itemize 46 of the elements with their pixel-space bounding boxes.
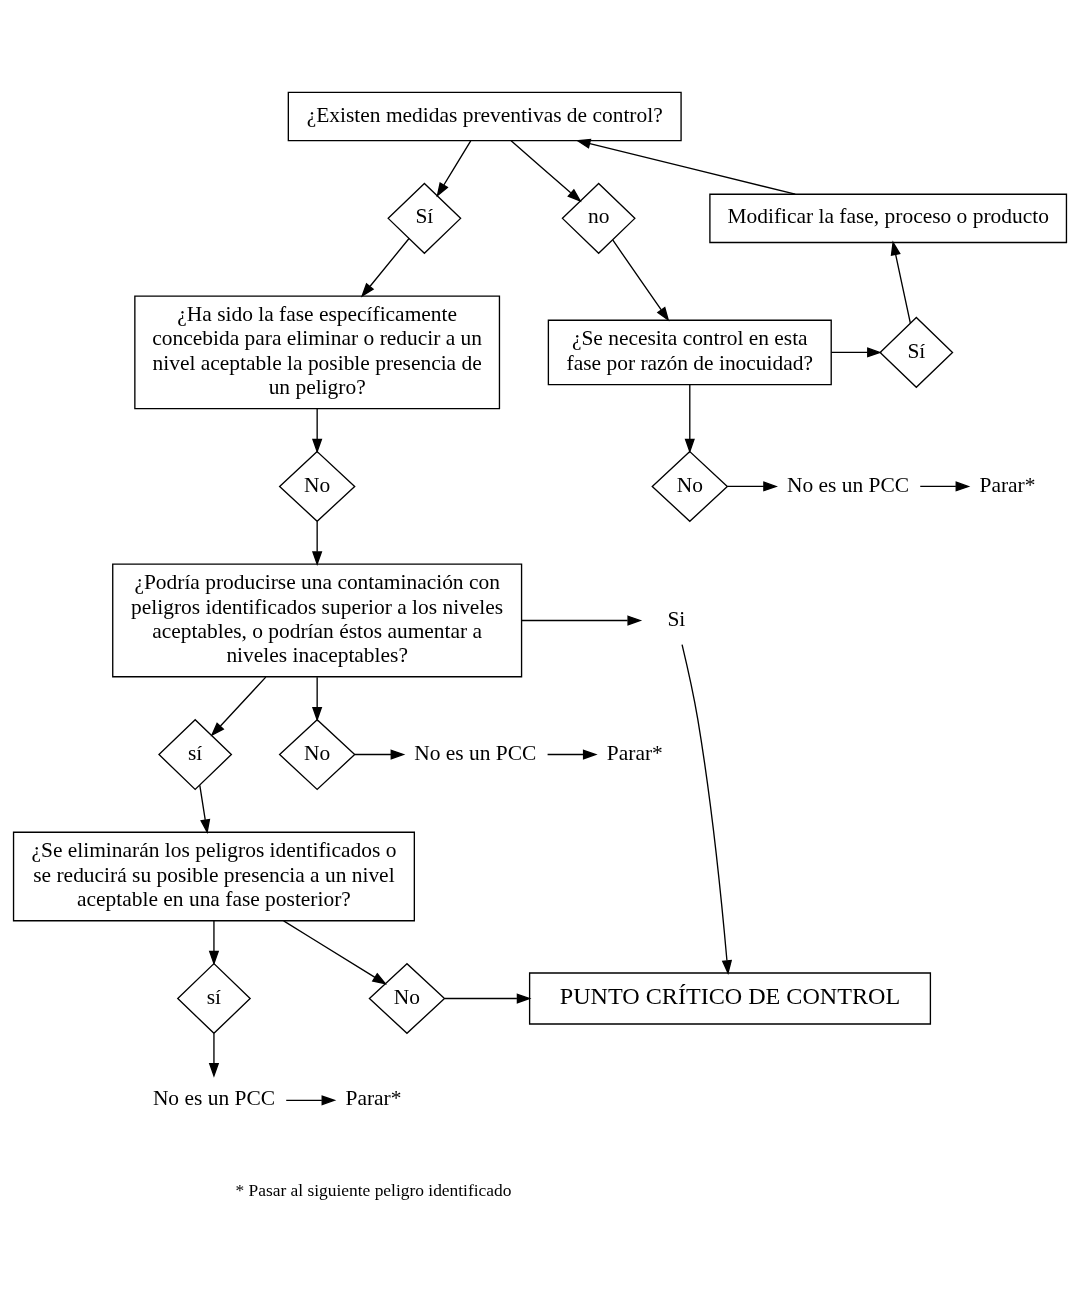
node-text: Parar* <box>345 1086 402 1111</box>
node-diamond: No <box>278 450 356 523</box>
arrow <box>546 749 598 760</box>
node-box: ¿Se necesita control en esta fase por razón de inocuidad? <box>547 319 832 386</box>
arrow <box>360 237 410 298</box>
arrow <box>312 676 323 722</box>
arrow <box>575 138 796 195</box>
arrow <box>890 240 911 324</box>
arrow <box>312 408 323 454</box>
arrow <box>521 615 643 626</box>
node-diamond: no <box>561 182 636 255</box>
arrow <box>444 993 532 1004</box>
label: * Pasar al siguiente peligro identificado <box>235 1180 512 1201</box>
arrow <box>726 481 778 492</box>
node-box: ¿Podría producirse una contaminación con peligros identificados superior a los niveles aceptables, o podrían éstos aumentar a niveles inaceptables? <box>112 563 523 678</box>
node-text: Si <box>667 606 686 631</box>
node-diamond: sí <box>158 718 233 791</box>
node-box: Modificar la fase, proceso o producto <box>709 193 1068 244</box>
arrow <box>199 784 211 835</box>
node-text: No es un PCC <box>786 472 910 497</box>
arrow <box>312 520 323 567</box>
arrow <box>681 643 733 975</box>
node-diamond: sí <box>176 962 252 1035</box>
node-text: Parar* <box>606 740 663 765</box>
node-diamond: No <box>278 718 356 791</box>
node-box: ¿Existen medidas preventivas de control? <box>287 91 682 142</box>
node-diamond: Sí <box>879 316 954 389</box>
node-text: No es un PCC <box>414 740 537 765</box>
node-box: PUNTO CRÍTICO DE CONTROL <box>528 972 932 1025</box>
node-diamond: No <box>651 450 729 523</box>
arrow <box>208 920 220 966</box>
arrow <box>282 920 387 985</box>
node-text: No es un PCC <box>152 1086 275 1111</box>
arrow <box>612 239 670 322</box>
arrow <box>684 384 695 454</box>
arrow <box>919 481 971 492</box>
node-text: Parar* <box>979 472 1036 497</box>
arrow <box>436 140 472 198</box>
arrow <box>210 676 267 737</box>
arrow <box>830 347 882 358</box>
arrow <box>510 140 582 203</box>
arrow <box>208 1032 220 1078</box>
node-box: ¿Ha sido la fase específicamente concebida para eliminar o reducir a un nivel aceptable la posible presencia de un peligro? <box>134 295 501 410</box>
arrow <box>354 749 406 760</box>
node-box: ¿Se eliminarán los peligros identificados o se reducirá su posible presencia a un nivel aceptable en una fase posterior? <box>12 831 415 922</box>
arrow <box>285 1095 337 1106</box>
